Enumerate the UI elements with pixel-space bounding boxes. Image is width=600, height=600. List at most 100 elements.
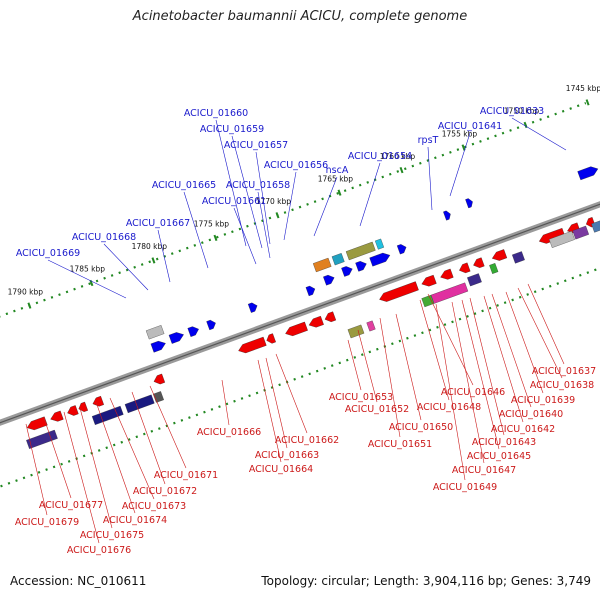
reverse-gene-block-rect [91,405,124,425]
reverse-gene-arrow-shape [491,249,508,261]
reverse-gene-block [347,324,365,339]
reverse-gene-arrow-shape [50,410,64,422]
forward-gene-arrow-shape [396,244,407,255]
forward-label-leader [233,207,257,265]
reverse-gene-arrow-shape [67,405,79,416]
reverse-gene-arrow [285,321,308,337]
reverse-gene-label: ACICU_01677 [39,500,103,511]
forward-gene-arrow-shape [305,285,316,297]
kbp-label: 1765 kbp [318,174,354,183]
forward-gene-block-rect [345,241,376,261]
forward-gene-label: rpsT [418,135,439,146]
reverse-gene-arrow [459,262,471,274]
reverse-label-leader [149,385,187,469]
reverse-gene-block-rect [572,225,590,240]
forward-label-leader [449,132,471,197]
forward-gene-arrow-shape [247,302,258,313]
reverse-gene-label: ACICU_01650 [389,422,453,433]
forward-gene-arrow-shape [443,210,451,221]
reverse-gene-label: ACICU_01671 [154,470,218,481]
forward-gene-label: ACICU_01657 [224,140,288,151]
forward-gene-block [374,238,385,250]
kbp-tick [585,99,590,106]
reverse-gene-block [91,405,124,425]
reverse-gene-arrow [379,281,419,302]
reverse-gene-block [124,394,155,414]
forward-gene-block [312,257,332,273]
reverse-label-leader [25,423,48,516]
reverse-gene-block [572,225,590,240]
map-title: Acinetobacter baumannii ACICU, complete … [132,9,468,24]
reverse-gene-arrow [421,274,437,287]
genome-summary: Topology: circular; Length: 3,904,116 bp… [261,574,591,588]
kbp-tick [27,302,32,309]
forward-gene-arrow [305,285,316,297]
forward-label-leader [255,151,271,245]
forward-gene-label: hscA [326,165,349,176]
reverse-gene-arrow-shape [324,311,337,322]
reverse-gene-label: ACICU_01645 [467,451,531,462]
reverse-gene-label: ACICU_01673 [122,501,186,512]
kbp-label: 1770 kbp [256,197,292,206]
forward-gene-arrow [341,266,353,277]
reverse-gene-arrow [491,249,508,261]
reverse-label-leader [491,293,532,408]
forward-gene-arrow [369,252,391,267]
genome-backbone-core [0,203,600,424]
reverse-gene-label: ACICU_01652 [345,404,409,415]
reverse-gene-arrow [26,416,48,431]
reverse-gene-label: ACICU_01638 [530,380,594,391]
reverse-gene-block-rect [512,251,525,264]
forward-label-leader [359,162,381,227]
reverse-gene-arrow-shape [266,333,276,344]
reverse-gene-label: ACICU_01642 [491,424,555,435]
reverse-gene-block-rect [124,394,155,414]
forward-gene-arrow [443,210,451,221]
forward-gene-label: ACICU_01654 [348,151,412,162]
kbp-tick [213,234,218,242]
kbp-label: 1760 kbp [380,152,416,161]
kbp-tick [151,257,156,264]
forward-gene-label: ACICU_01659 [200,124,264,135]
forward-gene-label: ACICU_01660 [184,108,248,119]
kbp-label: 1745 kbp [566,84,600,93]
reverse-gene-arrow-shape [153,373,166,385]
forward-gene-arrow-shape [150,340,166,353]
reverse-gene-block [512,251,525,264]
kbp-tick [523,121,528,129]
reverse-label-leader [95,401,136,514]
forward-gene-label: ACICU_01665 [152,180,216,191]
forward-label-leader [47,259,127,299]
reverse-gene-block [366,320,376,332]
reverse-gene-label: ACICU_01662 [275,435,339,446]
forward-gene-arrow [187,326,199,337]
reverse-gene-arrow [266,333,276,344]
reverse-label-leader [131,391,166,485]
forward-gene-block-rect [145,325,165,340]
forward-gene-arrow-shape [187,326,199,337]
forward-label-leader [283,171,297,241]
forward-gene-arrow [577,166,599,181]
reverse-label-leader [109,397,155,500]
reverse-gene-block [430,282,469,304]
reverse-label-leader [379,317,401,438]
forward-gene-arrow [150,340,166,353]
forward-gene-label: ACICU_01669 [16,248,80,259]
reverse-gene-arrow [78,401,89,412]
forward-gene-block [331,253,345,266]
forward-gene-arrow [247,302,258,313]
reverse-gene-arrow-shape [440,268,454,280]
forward-label-leader [231,135,263,249]
reverse-label-leader [505,291,544,394]
kbp-tick [461,144,466,151]
reverse-gene-arrow [92,395,104,407]
forward-gene-arrow-shape [323,274,335,286]
forward-gene-arrow [355,261,367,272]
reverse-gene-arrow [238,336,267,354]
reverse-gene-arrow-shape [473,257,485,268]
reverse-gene-label: ACICU_01643 [472,437,536,448]
reverse-gene-block-rect [591,218,600,233]
forward-gene-block-rect [312,257,332,273]
reverse-label-leader [435,303,466,481]
